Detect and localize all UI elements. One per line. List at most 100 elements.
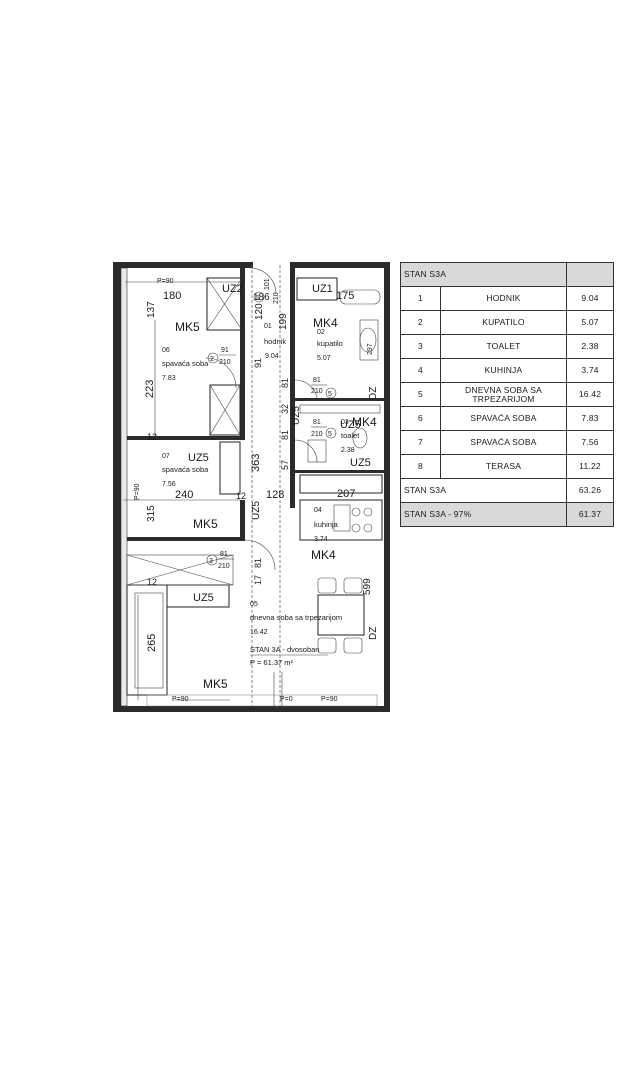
svg-text:kupatilo: kupatilo <box>317 339 343 348</box>
svg-text:spavaća soba: spavaća soba <box>162 359 209 368</box>
cabinet-code: UZ5 <box>350 457 371 469</box>
door-arc <box>294 379 318 399</box>
svg-text:9.04: 9.04 <box>265 353 279 360</box>
opening-tag: P=90 <box>172 696 189 703</box>
table-row: 1 HODNIK 9.04 <box>400 286 614 311</box>
svg-text:81: 81 <box>313 419 321 426</box>
room-label-hodnik: 01 hodnik 9.04 <box>264 323 286 360</box>
terrace-strip <box>146 694 378 707</box>
cabinet-code: UZ1 <box>312 283 333 295</box>
svg-text:210: 210 <box>311 431 323 438</box>
toilet2-bowl <box>352 427 368 449</box>
wall-bottom <box>113 706 390 712</box>
bathtub-edge <box>339 289 381 305</box>
wall-right <box>384 262 390 712</box>
svg-text:210: 210 <box>273 292 280 304</box>
wall-bath-toilet <box>295 398 384 401</box>
room-area-table: STAN S3A 1 HODNIK 9.04 2 KUPATILO 5.07 3… <box>400 262 614 527</box>
cabinet-code: UZ2 <box>222 283 243 295</box>
dimension: 199 <box>278 313 289 330</box>
kitchen-sink <box>333 504 351 532</box>
cabinet-uz1 <box>296 277 338 301</box>
svg-text:91: 91 <box>221 347 229 354</box>
dimension: 315 <box>146 505 157 522</box>
svg-text:dnevna soba sa trpezarijom: dnevna soba sa trpezarijom <box>250 613 342 622</box>
dimension: 81 <box>253 558 263 568</box>
room-label-dnevna: 05 dnevna soba sa trpezarijom 16.42 <box>250 601 342 636</box>
wall-bath-left <box>290 268 295 508</box>
svg-text:06: 06 <box>162 347 170 354</box>
opening-tag: P=90 <box>157 278 174 285</box>
door-tag-5b: 5 81 210 <box>311 419 337 439</box>
kitchen-counter <box>299 499 383 541</box>
table-row: 7 SPAVAĆA SOBA 7.56 <box>400 430 614 455</box>
svg-text:7.56: 7.56 <box>162 481 176 488</box>
chair <box>317 637 337 654</box>
door-tag-2: 2 91 210 <box>207 347 236 366</box>
table-reduced-row: STAN S3A - 97% 61.37 <box>400 502 614 527</box>
dimension: 137 <box>146 301 157 318</box>
dimension: 207 <box>337 488 355 500</box>
wardrobe-bedroom1 <box>209 384 241 436</box>
cabinet-code: MK4 <box>352 415 377 429</box>
table-row: 3 TOALET 2.38 <box>400 334 614 359</box>
wardrobe-uz2 <box>206 277 243 331</box>
room-label-kupatilo: 02 kupatilo 5.07 <box>317 329 343 362</box>
chair <box>343 577 363 594</box>
dimension: 91 <box>253 358 263 368</box>
dimension: 180 <box>163 290 181 302</box>
svg-text:07: 07 <box>162 453 170 460</box>
svg-text:spavaća soba: spavaća soba <box>162 465 209 474</box>
table-row: 4 KUHINJA 3.74 <box>400 358 614 383</box>
cabinet-code: DZ <box>368 387 379 400</box>
dining-table <box>317 594 365 636</box>
room-label-kuhinja: 04 kuhinja 3.74 <box>314 507 339 543</box>
dimension: 81 <box>280 378 290 388</box>
wall-top-right <box>290 262 390 268</box>
svg-text:1: 1 <box>256 295 260 302</box>
dimension: 363 <box>250 454 262 472</box>
dimension: 240 <box>175 489 193 501</box>
table-row: 8 TERASA 11.22 <box>400 454 614 479</box>
svg-text:03: 03 <box>341 419 349 426</box>
dimension: 57 <box>280 460 290 470</box>
svg-text:hodnik: hodnik <box>264 337 286 346</box>
door-tag-1: 1 101 210 <box>253 278 280 304</box>
svg-text:7.83: 7.83 <box>162 375 176 382</box>
cabinet-code: UZ5 <box>340 419 361 431</box>
washbasin <box>359 319 379 361</box>
room-label-spavaca2: 07 spavaća soba 7.56 <box>162 453 209 488</box>
opening-tag: 297 <box>367 343 374 355</box>
svg-text:toalet: toalet <box>341 431 360 440</box>
cabinet-code: MK4 <box>311 548 336 562</box>
chair <box>343 637 363 654</box>
door-tag-3: 3 81 210 <box>206 551 234 570</box>
room-label-toalet: 03 toalet 2.38 <box>341 419 360 454</box>
svg-text:5: 5 <box>328 391 332 398</box>
table-row: 6 SPAVAĆA SOBA 7.83 <box>400 406 614 431</box>
door-arc <box>205 357 237 389</box>
table-row: 5 DNEVNA SOBA SA TRPEZARIJOM 16.42 <box>400 382 614 407</box>
opening-tag: P=0 <box>280 696 293 703</box>
opening-tag: P=90 <box>134 483 141 500</box>
cabinet-code: MK5 <box>193 517 218 531</box>
dimension: 12 <box>236 491 246 501</box>
wall-toilet-kitchen <box>295 470 384 473</box>
dimension: 12 <box>147 432 157 442</box>
dimension: 223 <box>144 380 156 398</box>
cabinet-code: UZ5 <box>193 592 214 604</box>
wall-bedroom-bottom <box>127 537 245 541</box>
dimension: 186 <box>253 292 270 303</box>
svg-text:210: 210 <box>218 563 230 570</box>
svg-text:P = 61.37 m²: P = 61.37 m² <box>250 658 294 667</box>
dimension: 599 <box>362 578 373 595</box>
svg-text:02: 02 <box>317 329 325 336</box>
svg-text:101: 101 <box>264 278 271 290</box>
svg-text:5: 5 <box>328 431 332 438</box>
dimension: 175 <box>336 290 354 302</box>
table-header-row: STAN S3A <box>400 262 614 287</box>
svg-text:04: 04 <box>314 507 322 514</box>
dimension: 32 <box>280 404 290 414</box>
svg-text:5.07: 5.07 <box>317 355 331 362</box>
